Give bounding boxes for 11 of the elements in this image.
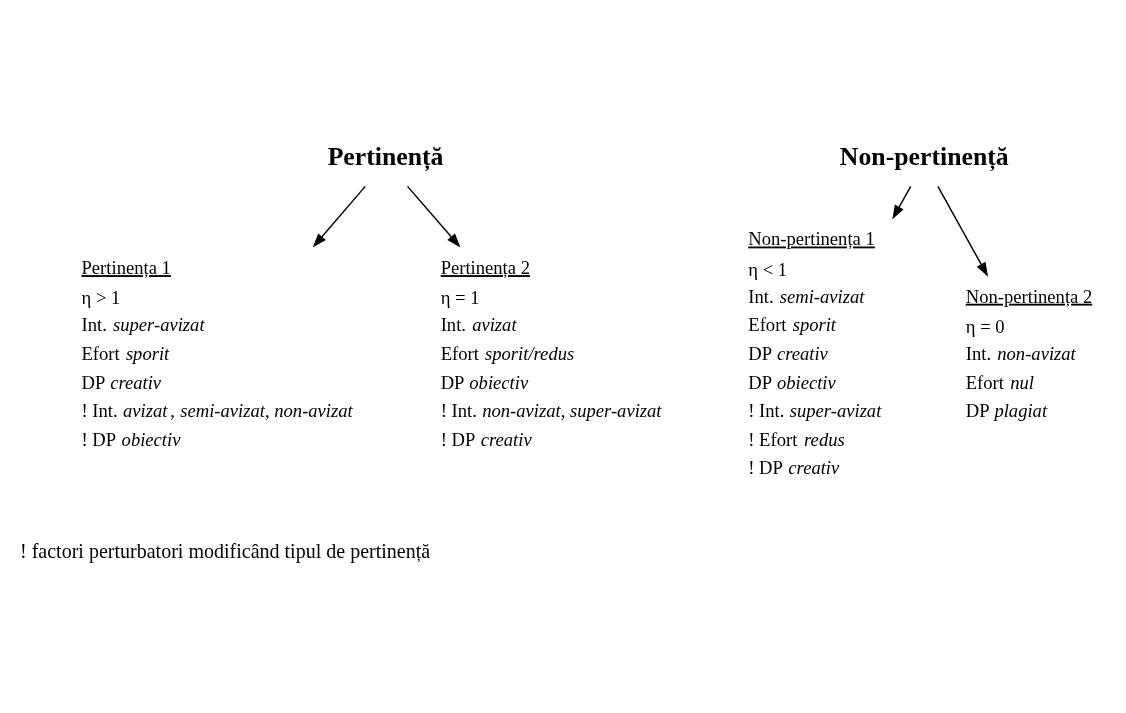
node-text: Non-pertinența 1 η < 1 Int. semi-avizat Efort sporit DP creativ DP obiectiv ! Int. super-avizat ! Efort redus ! DP creativ [748,228,882,479]
arrow [406,185,461,248]
arrow [892,185,912,220]
node-text: Pertinența 1 η > 1 Int. super-avizat Efort sporit DP creativ ! Int. avizat, semi-avizat, non-avizat ! DP obiectiv [81,257,353,450]
node-text: Pertinența 2 η = 1 Int. avizat Efort sporit/redus DP obiectiv ! Int. non-avizat, super-avizat ! DP creativ [440,257,662,450]
arrow [937,185,989,277]
arrow [312,185,366,248]
node-text: Pertinență [327,142,444,172]
node-text: Non-pertinența 2 η = 0 Int. non-avizat Efort nul DP plagiat [965,285,1093,422]
node-text: Non-pertinență [839,142,1009,172]
label: ! factori perturbatori modificând tipul de pertinență [20,539,431,562]
